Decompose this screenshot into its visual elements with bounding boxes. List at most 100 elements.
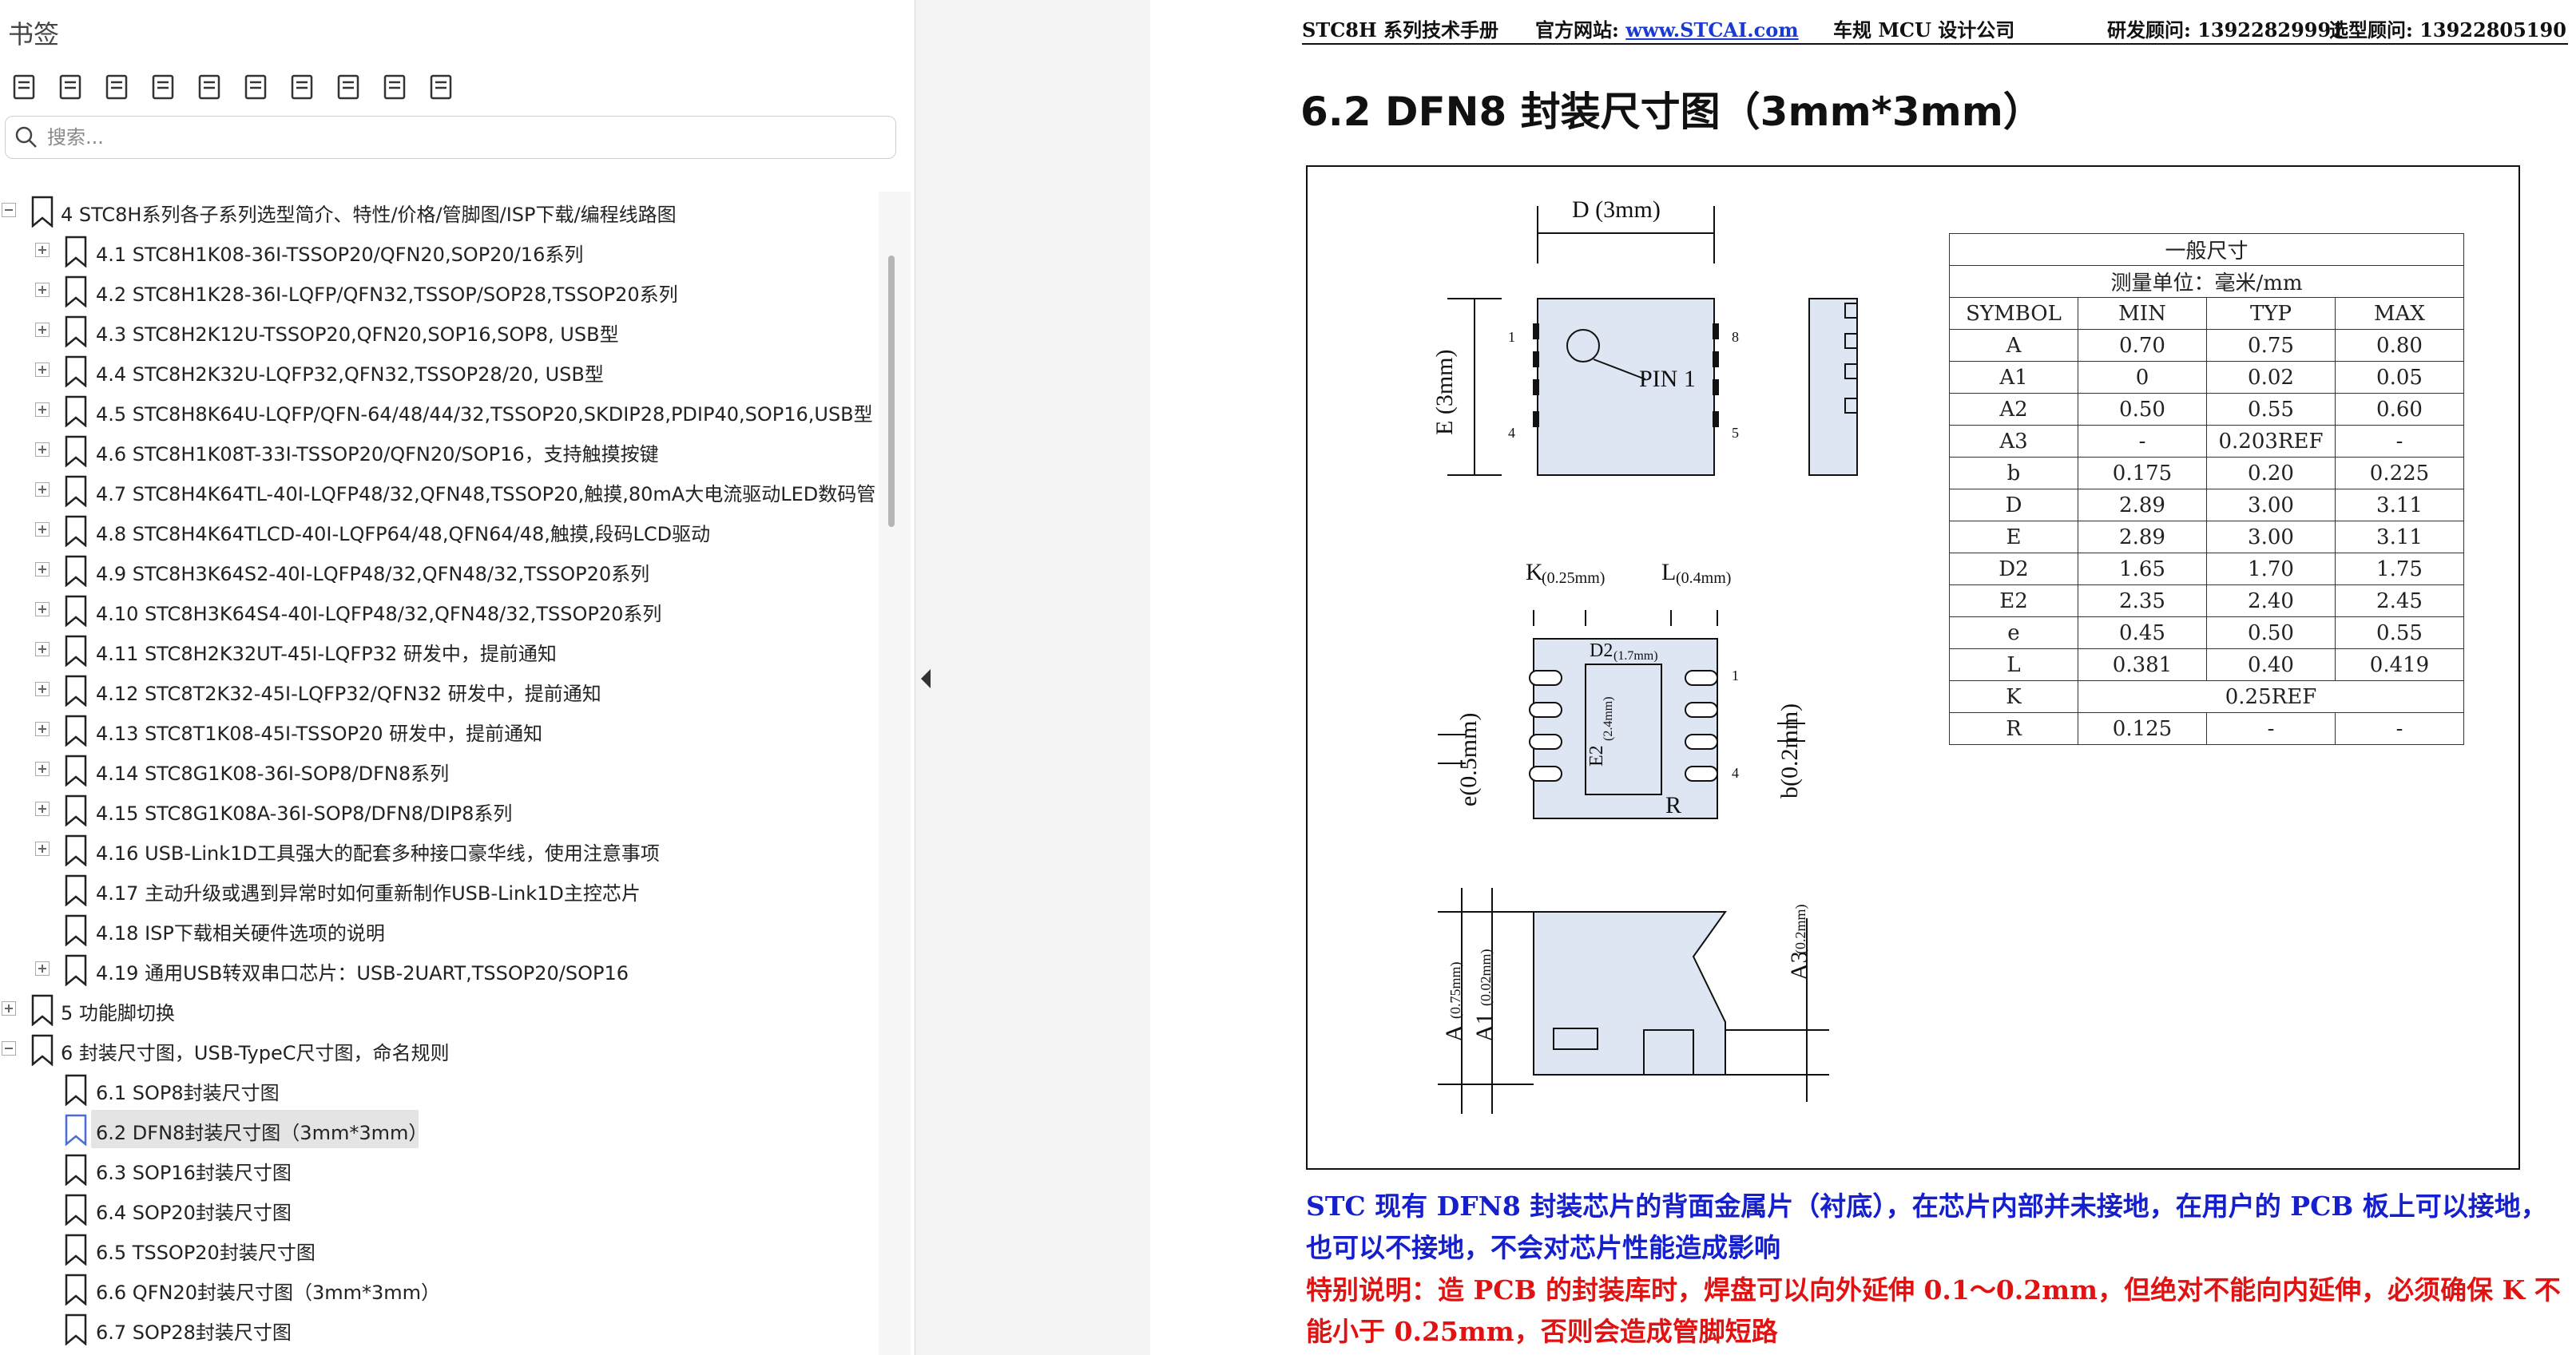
collapse-icon[interactable] xyxy=(2,1041,16,1056)
collapse-icon[interactable] xyxy=(2,203,16,217)
page-bookmark-icon[interactable] xyxy=(375,67,415,107)
bottom-pad xyxy=(1529,734,1562,750)
expand-icon[interactable] xyxy=(35,802,50,816)
bottom-pad xyxy=(1529,702,1562,718)
collapse-panel-icon[interactable] xyxy=(915,655,937,703)
header-site-link[interactable]: www.STCAI.com xyxy=(1625,18,1799,42)
bookmark-item[interactable]: 4.13 STC8T1K08-45I-TSSOP20 研发中，提前通知 xyxy=(0,711,879,751)
expand-icon[interactable] xyxy=(35,722,50,736)
bookmark-item[interactable]: 6.6 QFN20封装尺寸图（3mm*3mm） xyxy=(0,1270,879,1309)
search-input[interactable] xyxy=(46,121,879,153)
bookmark-label: 4 STC8H系列各子系列选型简介、特性/价格/管脚图/ISP下载/编程线路图 xyxy=(61,204,677,226)
bookmark-item[interactable]: 4.5 STC8H8K64U-LQFP/QFN-64/48/44/32,TSSO… xyxy=(0,391,879,431)
collapse-all-icon[interactable] xyxy=(329,67,369,107)
table-cell: 3.11 xyxy=(2335,489,2464,521)
bookmark-label: 4.15 STC8G1K08A-36I-SOP8/DFN8/DIP8系列 xyxy=(96,802,513,825)
font-increase-icon[interactable] xyxy=(190,67,230,107)
bookmark-item[interactable]: 4.18 ISP下载相关硬件选项的说明 xyxy=(0,910,879,950)
bookmark-item[interactable]: 4.9 STC8H3K64S2-40I-LQFP48/32,QFN48/32,T… xyxy=(0,551,879,591)
bookmark-item[interactable]: 4.11 STC8H2K32UT-45I-LQFP32 研发中，提前通知 xyxy=(0,631,879,671)
top-pad xyxy=(1533,379,1539,395)
bookmark-item[interactable]: 4.17 主动升级或遇到异常时如何重新制作USB-Link1D主控芯片 xyxy=(0,870,879,910)
side-pad xyxy=(1844,303,1858,319)
label-K-sub: (0.25mm) xyxy=(1542,569,1605,587)
bookmark-item[interactable]: 6.7 SOP28封装尺寸图 xyxy=(0,1309,879,1349)
label-L-sub: (0.4mm) xyxy=(1676,569,1731,587)
bookmark-item[interactable]: 6.4 SOP20封装尺寸图 xyxy=(0,1190,879,1230)
pin-number: 5 xyxy=(1732,425,1739,441)
label-A-sub: (0.75mm) xyxy=(1447,962,1464,1020)
bookmark-icon xyxy=(65,1154,87,1186)
bookmark-item[interactable]: 4.3 STC8H2K12U-TSSOP20,QFN20,SOP16,SOP8,… xyxy=(0,311,879,351)
bookmark-settings-icon[interactable] xyxy=(422,67,462,107)
table-cell: 1.70 xyxy=(2206,553,2336,585)
bookmark-item[interactable]: 4.19 通用USB转双串口芯片：USB-2UART,TSSOP20/SOP16 xyxy=(0,950,879,990)
scrollbar-thumb[interactable] xyxy=(888,256,895,527)
header-sel-contact: 选型顾问: 13922805190 xyxy=(2329,18,2566,42)
bookmark-item[interactable]: 4.6 STC8H1K08T-33I-TSSOP20/QFN20/SOP16，支… xyxy=(0,431,879,471)
expand-icon[interactable] xyxy=(2,1001,16,1016)
bookmark-item[interactable]: 6.3 SOP16封装尺寸图 xyxy=(0,1150,879,1190)
bookmark-label: 4.7 STC8H4K64TL-40I-LQFP48/32,QFN48,TSSO… xyxy=(96,483,879,505)
delete-bookmark-icon[interactable] xyxy=(97,67,137,107)
expand-icon[interactable] xyxy=(35,323,50,337)
table-cell: 0.55 xyxy=(2335,616,2464,649)
expand-all-icon[interactable] xyxy=(283,67,323,107)
bookmark-item[interactable]: 4.10 STC8H3K64S4-40I-LQFP48/32,QFN48/32,… xyxy=(0,591,879,631)
bookmark-icon xyxy=(65,515,87,547)
add-bookmark-icon[interactable] xyxy=(51,67,91,107)
label-pin1: PIN 1 xyxy=(1639,366,1696,392)
bookmark-item[interactable]: 4.16 USB-Link1D工具强大的配套多种接口豪华线，使用注意事项 xyxy=(0,830,879,870)
table-cell: - xyxy=(2078,425,2207,458)
expand-icon[interactable] xyxy=(35,522,50,537)
font-decrease-icon[interactable] xyxy=(236,67,276,107)
expand-icon[interactable] xyxy=(35,243,50,257)
bookmark-item[interactable]: 5 功能脚切换 xyxy=(0,990,879,1030)
expand-icon[interactable] xyxy=(35,961,50,976)
bookmark-item[interactable]: 6 封装尺寸图，USB-TypeC尺寸图，命名规则 xyxy=(0,1030,879,1070)
find-bookmark-icon[interactable] xyxy=(144,67,184,107)
expand-icon[interactable] xyxy=(35,442,50,457)
bookmark-item[interactable]: 4.14 STC8G1K08-36I-SOP8/DFN8系列 xyxy=(0,751,879,790)
expand-icon[interactable] xyxy=(35,642,50,656)
expand-icon[interactable] xyxy=(35,562,50,576)
expand-icon[interactable] xyxy=(35,762,50,776)
bottom-view-body xyxy=(1533,638,1718,819)
bookmark-item[interactable]: 6.2 DFN8封装尺寸图（3mm*3mm） xyxy=(0,1110,879,1150)
expand-icon[interactable] xyxy=(35,402,50,417)
bookmark-label: 4.9 STC8H3K64S2-40I-LQFP48/32,QFN48/32,T… xyxy=(96,563,650,585)
bookmark-item[interactable]: 4 STC8H系列各子系列选型简介、特性/价格/管脚图/ISP下载/编程线路图 xyxy=(0,192,879,232)
bookmark-item[interactable]: 6.1 SOP8封装尺寸图 xyxy=(0,1070,879,1110)
table-cell: 0.20 xyxy=(2206,457,2336,489)
bookmark-item[interactable]: 4.4 STC8H2K32U-LQFP32,QFN32,TSSOP28/20, … xyxy=(0,351,879,391)
label-D: D (3mm) xyxy=(1572,196,1661,223)
bookmark-item[interactable]: 4.8 STC8H4K64TLCD-40I-LQFP64/48,QFN64/48… xyxy=(0,511,879,551)
note-red: 特别说明：造 PCB 的封装库时，焊盘可以向外延伸 0.1～0.2mm，但绝对不… xyxy=(1306,1274,2561,1347)
bookmark-item[interactable]: 4.15 STC8G1K08A-36I-SOP8/DFN8/DIP8系列 xyxy=(0,790,879,830)
pin-number: 1 xyxy=(1732,668,1739,683)
bookmark-icon xyxy=(31,994,54,1026)
expand-icon[interactable] xyxy=(35,842,50,856)
search-box[interactable] xyxy=(5,116,896,159)
expand-icon[interactable] xyxy=(35,482,50,497)
scrollbar-track[interactable] xyxy=(879,192,911,1355)
label-L: L xyxy=(1661,559,1676,585)
list-icon[interactable] xyxy=(5,67,45,107)
bookmark-item[interactable]: 4.2 STC8H1K28-36I-LQFP/QFN32,TSSOP/SOP28… xyxy=(0,271,879,311)
bookmark-item[interactable]: 6.5 TSSOP20封装尺寸图 xyxy=(0,1230,879,1270)
bookmark-label: 4.6 STC8H1K08T-33I-TSSOP20/QFN20/SOP16，支… xyxy=(96,443,659,466)
bookmark-item[interactable]: 4.12 STC8T2K32-45I-LQFP32/QFN32 研发中，提前通知 xyxy=(0,671,879,711)
expand-icon[interactable] xyxy=(35,283,50,297)
label-K: K xyxy=(1526,559,1543,585)
expand-icon[interactable] xyxy=(35,682,50,696)
expand-icon[interactable] xyxy=(35,602,50,616)
bookmark-panel: 书签 4 STC8H系列各子系列选型简介、特性/价格/管脚图/ISP下载/编程线… xyxy=(0,0,915,1355)
bookmark-item[interactable]: 4.1 STC8H1K08-36I-TSSOP20/QFN20,SOP20/16… xyxy=(0,232,879,271)
label-A3-sub: (0.2mm) xyxy=(1792,905,1809,955)
bookmark-item[interactable]: 4.7 STC8H4K64TL-40I-LQFP48/32,QFN48,TSSO… xyxy=(0,471,879,511)
expand-icon[interactable] xyxy=(35,363,50,377)
